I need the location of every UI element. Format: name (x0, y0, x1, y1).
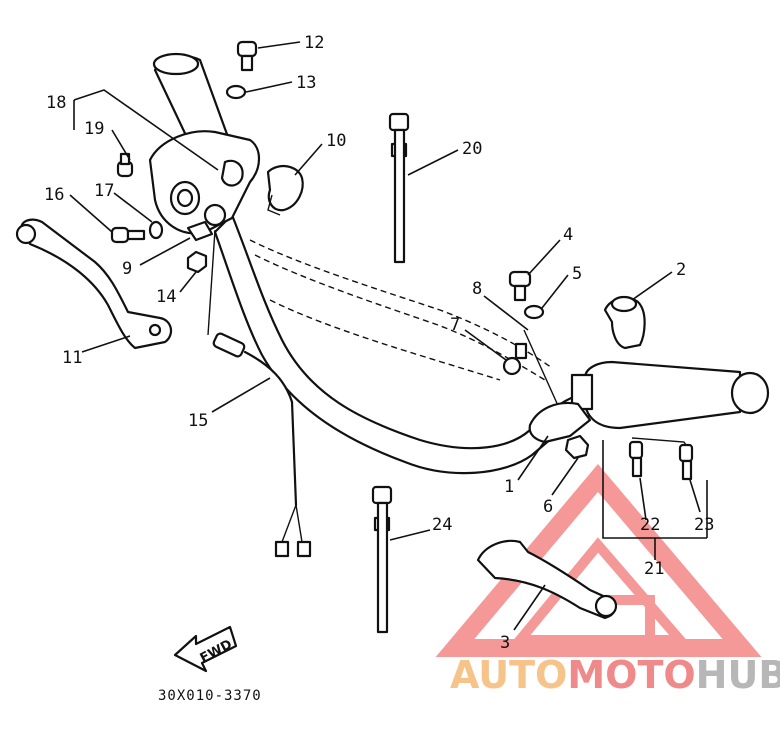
callout-14: 14 (156, 287, 176, 307)
callout-12: 12 (304, 33, 324, 53)
part-13-washer (225, 84, 247, 100)
part-24-cable-tie (371, 485, 393, 634)
left-lever-holder (148, 130, 261, 235)
callout-17: 17 (94, 181, 114, 201)
part-11-clutch-lever (15, 218, 173, 350)
part-12-bolt (236, 40, 258, 72)
part-17-washer (148, 220, 164, 240)
part-5-washer (523, 304, 545, 320)
callout-4: 4 (563, 225, 573, 245)
part-4-bolt (508, 270, 532, 302)
callout-11: 11 (62, 348, 82, 368)
diagram-code: 30X010-3370 (158, 688, 262, 704)
watermark-moto: MOTO (567, 653, 695, 697)
callout-13: 13 (296, 73, 316, 93)
callout-5: 5 (572, 264, 582, 284)
part-9-pivot (186, 220, 214, 242)
callout-2: 2 (676, 260, 686, 280)
part-6-nut (564, 434, 590, 460)
right-throttle-grip (570, 360, 770, 430)
callout-15: 15 (188, 411, 208, 431)
watermark-auto: AUTO (450, 653, 567, 697)
callout-24: 24 (432, 515, 452, 535)
callout-16: 16 (44, 185, 64, 205)
fwd-arrow-icon: FWD (173, 625, 238, 673)
callout-3: 3 (500, 633, 510, 653)
callout-18: 18 (46, 93, 66, 113)
callout-20: 20 (462, 139, 482, 159)
part-23-screw (678, 443, 694, 481)
part-14-nut (186, 250, 208, 274)
callout-7: 7 (450, 315, 460, 335)
part-15-switch-cable (207, 229, 312, 558)
callout-labels: 12 13 18 19 10 20 17 16 9 14 11 4 5 2 8 … (44, 33, 714, 653)
part-20-cable-tie (388, 112, 410, 264)
callout-6: 6 (543, 497, 553, 517)
part-3-brake-lever (476, 539, 618, 620)
part-19-screw (116, 152, 134, 178)
callout-10: 10 (326, 131, 346, 151)
callout-1: 1 (504, 477, 514, 497)
watermark-hub: HUB (696, 653, 780, 697)
callout-21: 21 (644, 559, 664, 579)
callout-19: 19 (84, 119, 104, 139)
leader-lines (69, 41, 708, 631)
part-1-lever-holder (528, 401, 592, 444)
part-22-screw (628, 440, 644, 478)
callout-9: 9 (122, 259, 132, 279)
part-16-bolt (110, 226, 146, 244)
callout-22: 22 (640, 515, 660, 535)
callout-23: 23 (694, 515, 714, 535)
callout-8: 8 (472, 279, 482, 299)
part-7-screw (502, 342, 528, 376)
watermark-text: AUTOMOTOHUB (450, 653, 780, 697)
